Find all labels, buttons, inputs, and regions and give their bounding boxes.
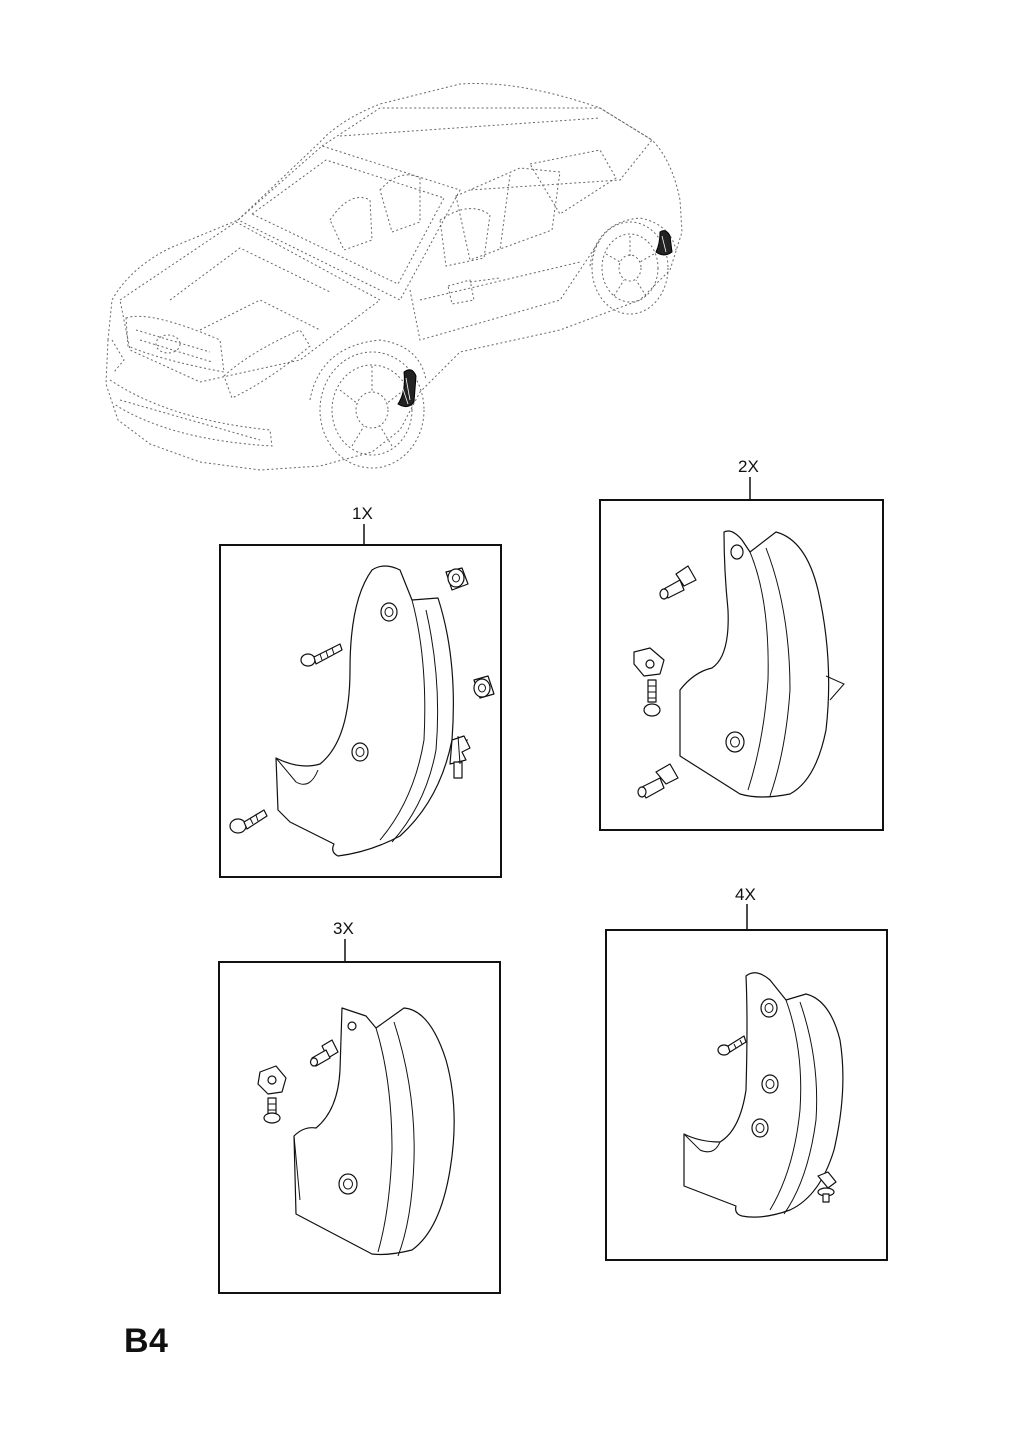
page-code-label: B4 (124, 1322, 169, 1360)
screw-icon (717, 1035, 747, 1056)
screw-icon (229, 809, 268, 834)
detail-panel-3x: 3X (218, 919, 501, 1294)
spacer-bushing-icon (473, 675, 495, 699)
front-mud-flap-left (275, 565, 454, 857)
push-clip-icon (449, 735, 471, 779)
plastic-rivet-icon (637, 763, 679, 799)
mud-flap-rear-highlight (655, 230, 673, 256)
front-mud-flap-right (683, 972, 844, 1218)
mud-flap-front-highlight (397, 369, 417, 408)
callout-label-3x: 3X (333, 919, 354, 938)
nut-clip-icon (257, 1065, 287, 1095)
screw-icon (263, 1097, 281, 1124)
car-overview-illustration (105, 83, 683, 471)
detail-panel-1x: 1X (219, 504, 502, 878)
plastic-rivet-icon (659, 565, 697, 600)
callout-label-1x: 1X (352, 504, 373, 523)
spacer-bushing-icon (445, 567, 469, 591)
nut-clip-icon (633, 647, 665, 677)
screw-icon (300, 643, 343, 667)
callout-label-4x: 4X (735, 885, 756, 904)
screw-icon (643, 679, 661, 717)
push-clip-icon (817, 1171, 837, 1203)
rear-mud-flap-left (679, 530, 830, 798)
callout-label-2x: 2X (738, 457, 759, 476)
plastic-rivet-icon (309, 1039, 339, 1067)
detail-panel-4x: 4X (605, 885, 888, 1261)
rear-mud-flap-right (293, 1007, 455, 1256)
detail-panel-2x: 2X (599, 457, 884, 831)
